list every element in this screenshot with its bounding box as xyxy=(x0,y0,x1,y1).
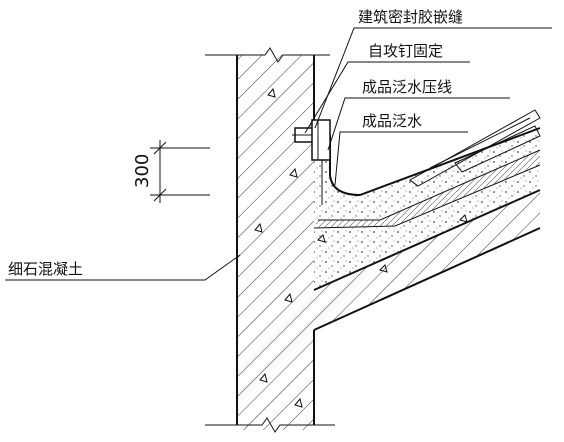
dimension-300: 300 xyxy=(132,140,210,203)
label-screw: 自攻钉固定 xyxy=(368,42,443,60)
label-flashing: 成品泛水 xyxy=(362,112,422,130)
flashing-bar xyxy=(292,119,331,161)
label-flashing-bar: 成品泛水压线 xyxy=(362,78,452,96)
leader-lines xyxy=(5,27,552,281)
label-fine-concrete: 细石混凝土 xyxy=(8,260,83,278)
label-sealant: 建筑密封胶嵌缝 xyxy=(358,8,463,26)
roof-tiles xyxy=(409,109,541,187)
dimension-value: 300 xyxy=(132,154,153,188)
wall xyxy=(205,47,335,433)
